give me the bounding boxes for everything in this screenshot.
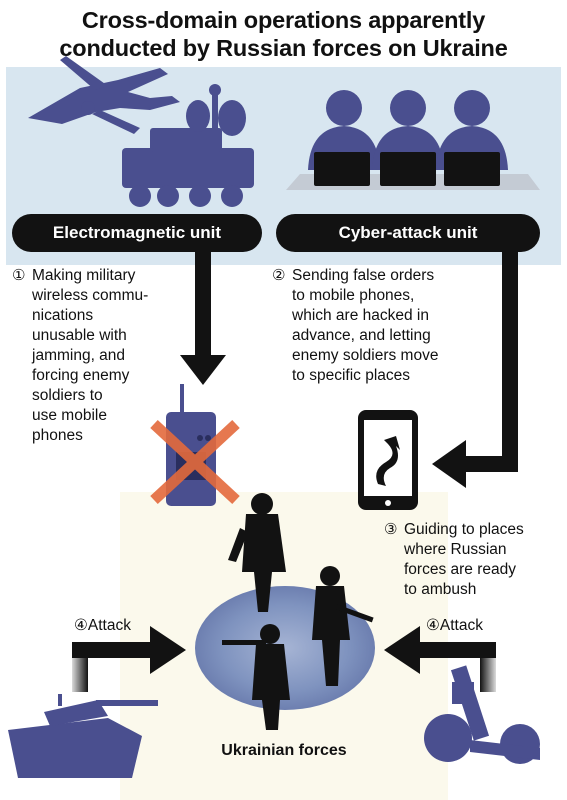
ukrainian-forces-label: Ukrainian forces <box>221 742 347 759</box>
step-2-line: advance, and letting <box>292 327 431 344</box>
step-1-line: phones <box>32 427 83 444</box>
step-1-line: Making military <box>32 267 136 284</box>
step-3-line: forces are ready <box>404 561 516 578</box>
electromagnetic-unit-label: Electromagnetic unit <box>12 214 262 252</box>
step-1-line: nications <box>32 307 94 324</box>
jamming-arrow <box>180 250 226 385</box>
attack-arrow-left <box>72 626 186 692</box>
step-3-number: ③ <box>384 521 398 538</box>
title-line-2: conducted by Russian forces on Ukraine <box>59 35 508 61</box>
step-2: ② Sending false orders to mobile phones,… <box>272 266 500 386</box>
step-2-line: to specific places <box>292 367 411 384</box>
soldiers-icon <box>222 493 374 730</box>
cyber-attack-unit-label: Cyber-attack unit <box>276 214 540 252</box>
step-2-number: ② <box>272 267 286 284</box>
mortar-icon <box>424 665 540 764</box>
step-2-line: to mobile phones, <box>292 287 415 304</box>
hacker-silhouettes-icon <box>286 90 540 190</box>
step-2-line: which are hacked in <box>292 307 429 324</box>
step-1: ① Making military wireless commu- nicati… <box>12 266 187 446</box>
step-3-line: Guiding to places <box>404 521 524 538</box>
cyber-arrow <box>432 250 518 488</box>
step-1-number: ① <box>12 267 26 284</box>
step-2-line: Sending false orders <box>292 267 435 284</box>
attack-label-left: ④Attack <box>74 616 131 636</box>
title-line-1: Cross-domain operations apparently <box>81 7 486 33</box>
attack-arrow-right <box>384 626 496 692</box>
diagram-title: Cross-domain operations apparently condu… <box>0 6 567 62</box>
radar-vehicle-icon <box>122 84 254 207</box>
step-1-line: soldiers to <box>32 387 103 404</box>
attack-text: Attack <box>439 617 483 634</box>
tank-icon <box>8 694 158 778</box>
step-3-line: where Russian <box>404 541 507 558</box>
attack-label-right: ④Attack <box>426 616 483 636</box>
step-3: ③ Guiding to places where Russian forces… <box>384 520 564 600</box>
smartphone-icon <box>358 410 418 510</box>
step-1-line: jamming, and <box>32 347 126 364</box>
attack-text: Attack <box>87 617 131 634</box>
step-1-line: forcing enemy <box>32 367 130 384</box>
step-4-number: ④ <box>426 617 440 634</box>
step-1-line: wireless commu- <box>32 287 149 304</box>
step-2-line: enemy soldiers move <box>292 347 439 364</box>
step-1-line: use mobile <box>32 407 107 424</box>
step-3-line: to ambush <box>404 581 477 598</box>
step-4-number: ④ <box>74 617 88 634</box>
cross-mark-icon <box>150 419 240 505</box>
drone-icon <box>28 56 180 134</box>
step-1-line: unusable with <box>32 327 127 344</box>
